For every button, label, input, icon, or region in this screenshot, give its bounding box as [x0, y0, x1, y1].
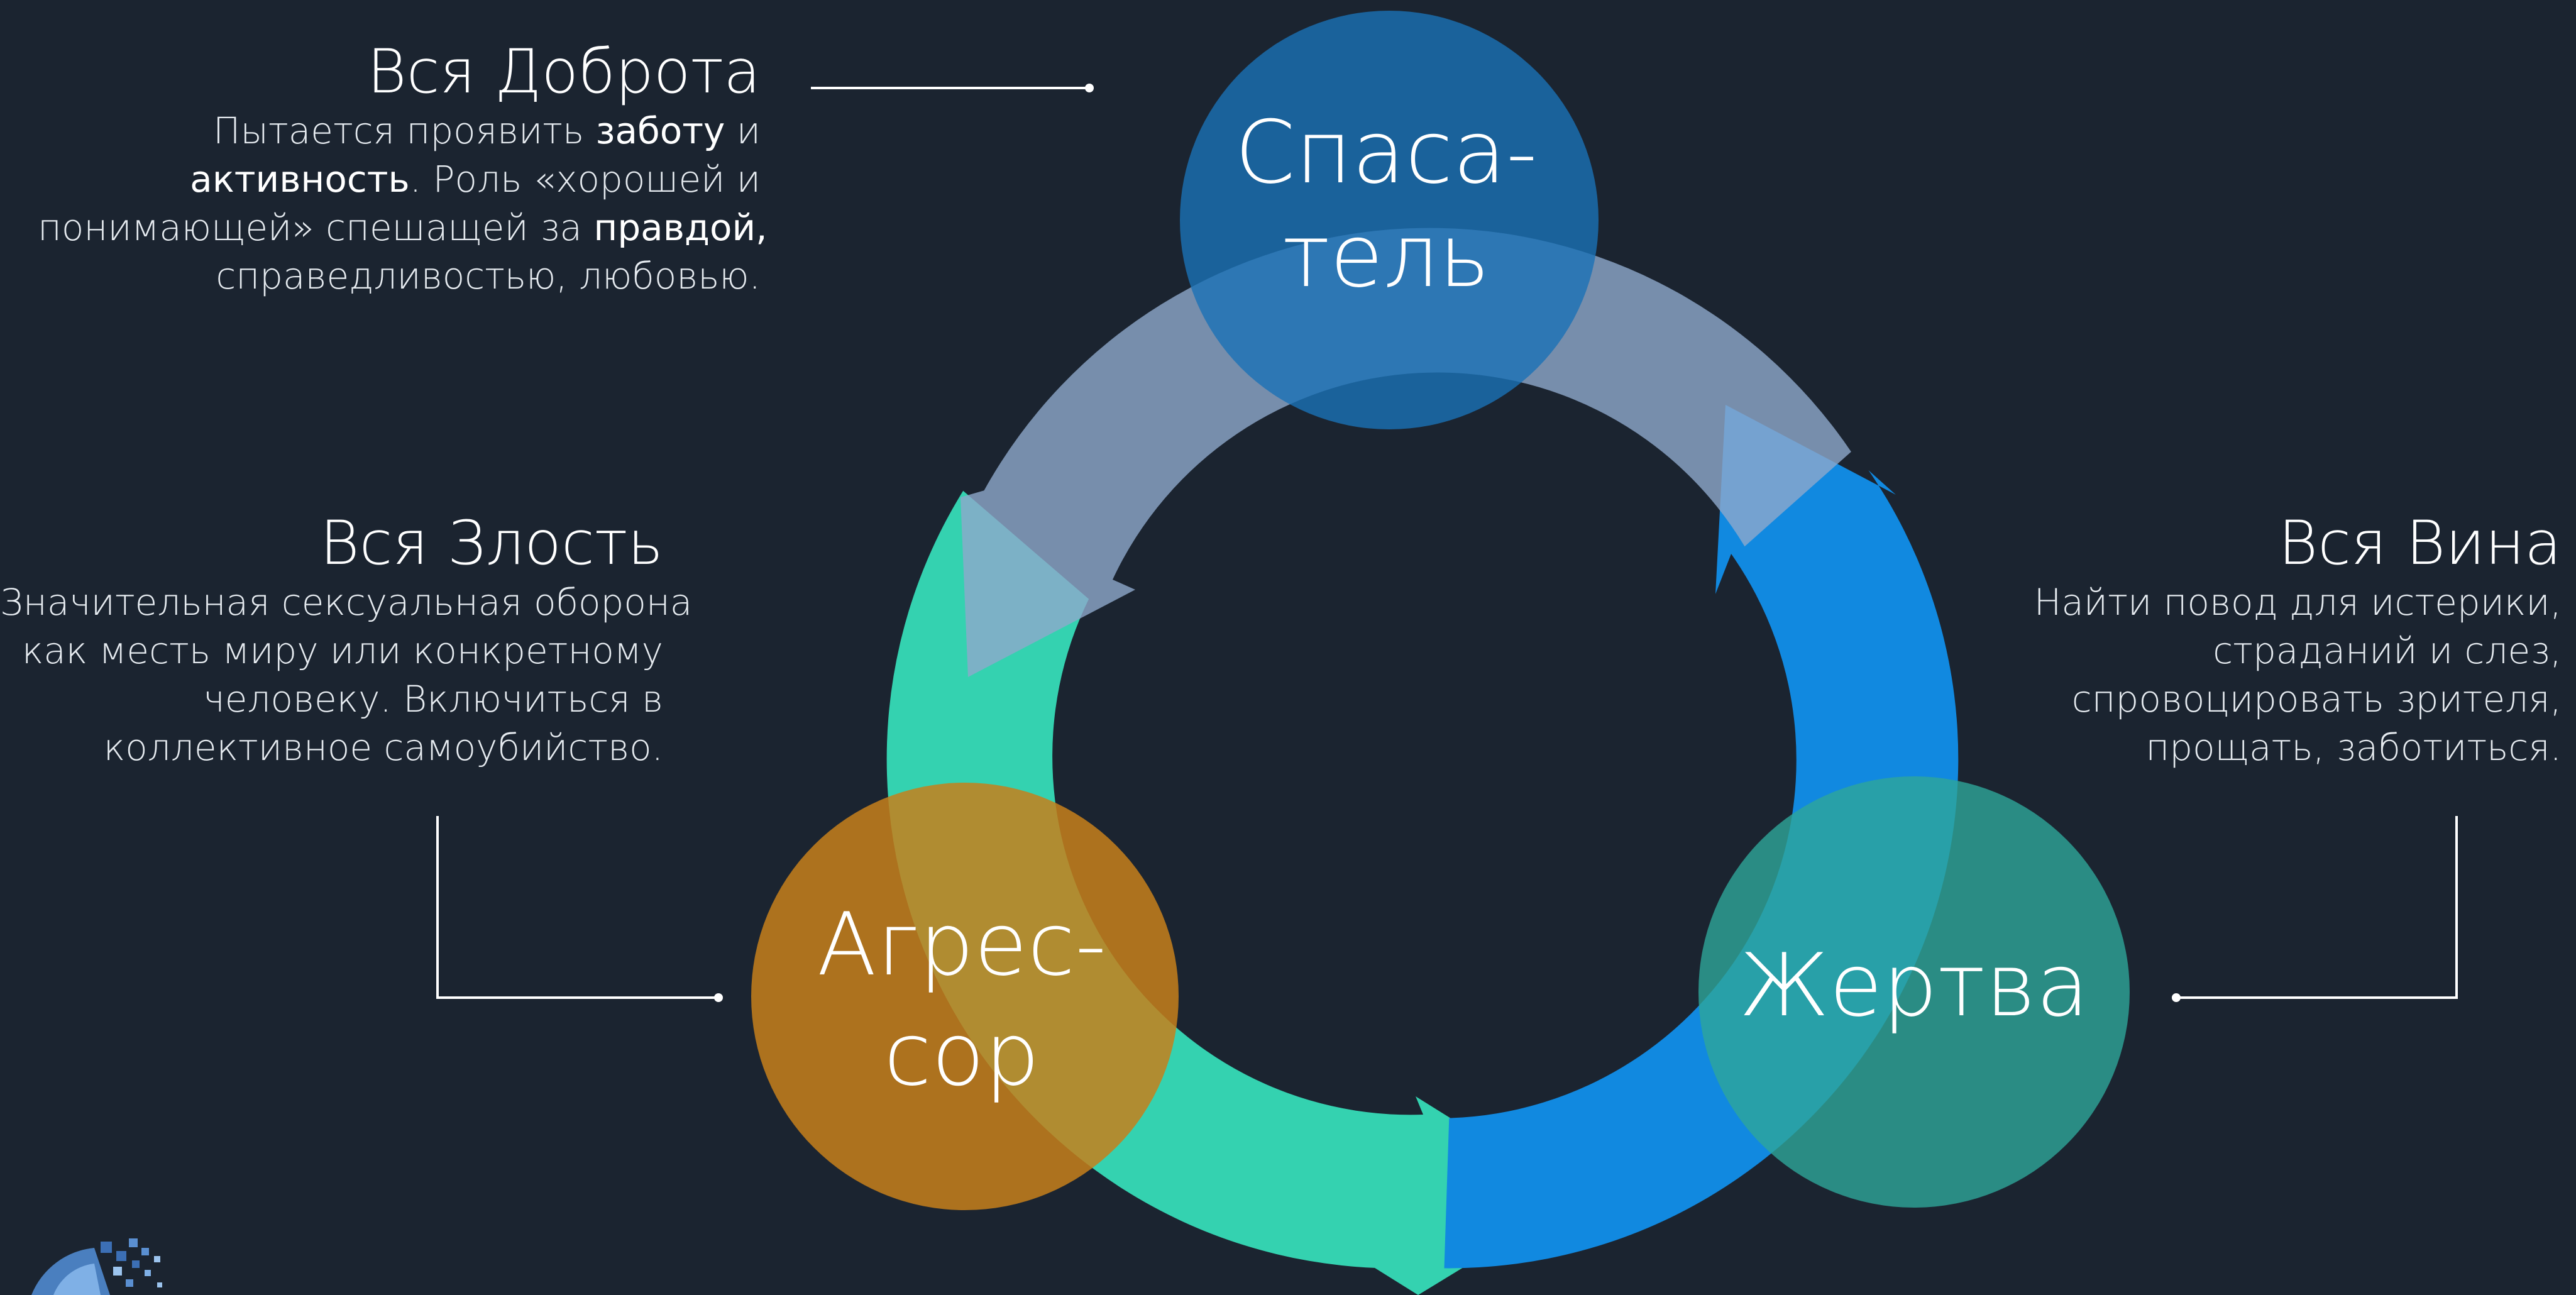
- cycle-arrow-rescuer-to-aggressor: [960, 228, 1851, 677]
- text-segment: . Роль «хорошей и: [409, 158, 761, 201]
- node-aggressor-label-line1: Агрес-: [817, 894, 1106, 995]
- logo: [31, 1238, 162, 1295]
- connector-victim: [2176, 816, 2458, 999]
- role-description-victim: Вся Вина Найти повод для истерики, страд…: [1942, 508, 2562, 772]
- highlight-term: правдой,: [593, 206, 768, 249]
- role-title-rescuer: Вся Доброта: [366, 36, 761, 107]
- role-title-aggressor: Вся Злость: [319, 508, 663, 578]
- role-description-aggressor: Вся Злость Значительная сексуальная обор…: [0, 508, 693, 772]
- connector-aggressor: [436, 816, 718, 999]
- highlight-term: заботу: [595, 109, 725, 152]
- node-rescuer-label-line1: Спаса-: [1235, 102, 1537, 203]
- connector-victim-dot: [2172, 993, 2181, 1002]
- role-text-line: коллективное самоубийство.: [103, 726, 663, 769]
- node-victim-label: Жертва: [1739, 935, 2089, 1036]
- role-text-line: понимающей» спешащей за правдой,: [38, 204, 768, 252]
- role-text-line: Значительная сексуальная оборона: [0, 581, 693, 624]
- role-text-line: справедливостью, любовью.: [216, 255, 761, 297]
- role-text-line: человеку. Включиться в: [203, 678, 663, 720]
- role-text-line: Пытается проявить заботу и: [38, 107, 761, 155]
- highlight-term: активность: [190, 158, 410, 201]
- text-segment: и: [725, 109, 761, 152]
- text-segment: Пытается проявить: [212, 109, 596, 152]
- role-text-line: активность. Роль «хорошей и: [38, 155, 761, 204]
- connector-aggressor-dot: [714, 993, 723, 1002]
- role-title-victim: Вся Вина: [2278, 508, 2562, 578]
- role-text-line: спровоцировать зрителя,: [2071, 678, 2562, 720]
- node-aggressor: [751, 783, 1179, 1210]
- node-victim: [1698, 776, 2130, 1208]
- connector-rescuer-dot: [1085, 84, 1094, 92]
- node-rescuer: [1180, 11, 1599, 429]
- role-description-rescuer: Вся Доброта Пытается проявить заботу и а…: [38, 36, 768, 300]
- node-rescuer-label-line2: тель: [1282, 206, 1490, 307]
- role-text-line: Найти повод для истерики,: [2034, 581, 2562, 624]
- text-segment: понимающей» спешащей за: [38, 206, 594, 249]
- node-aggressor-label-line2: сор: [884, 1004, 1040, 1105]
- role-text-line: как месть миру или конкретному: [21, 629, 663, 672]
- role-text-line: страданий и слез,: [2213, 629, 2562, 672]
- role-text-line: прощать, заботиться.: [2145, 726, 2562, 769]
